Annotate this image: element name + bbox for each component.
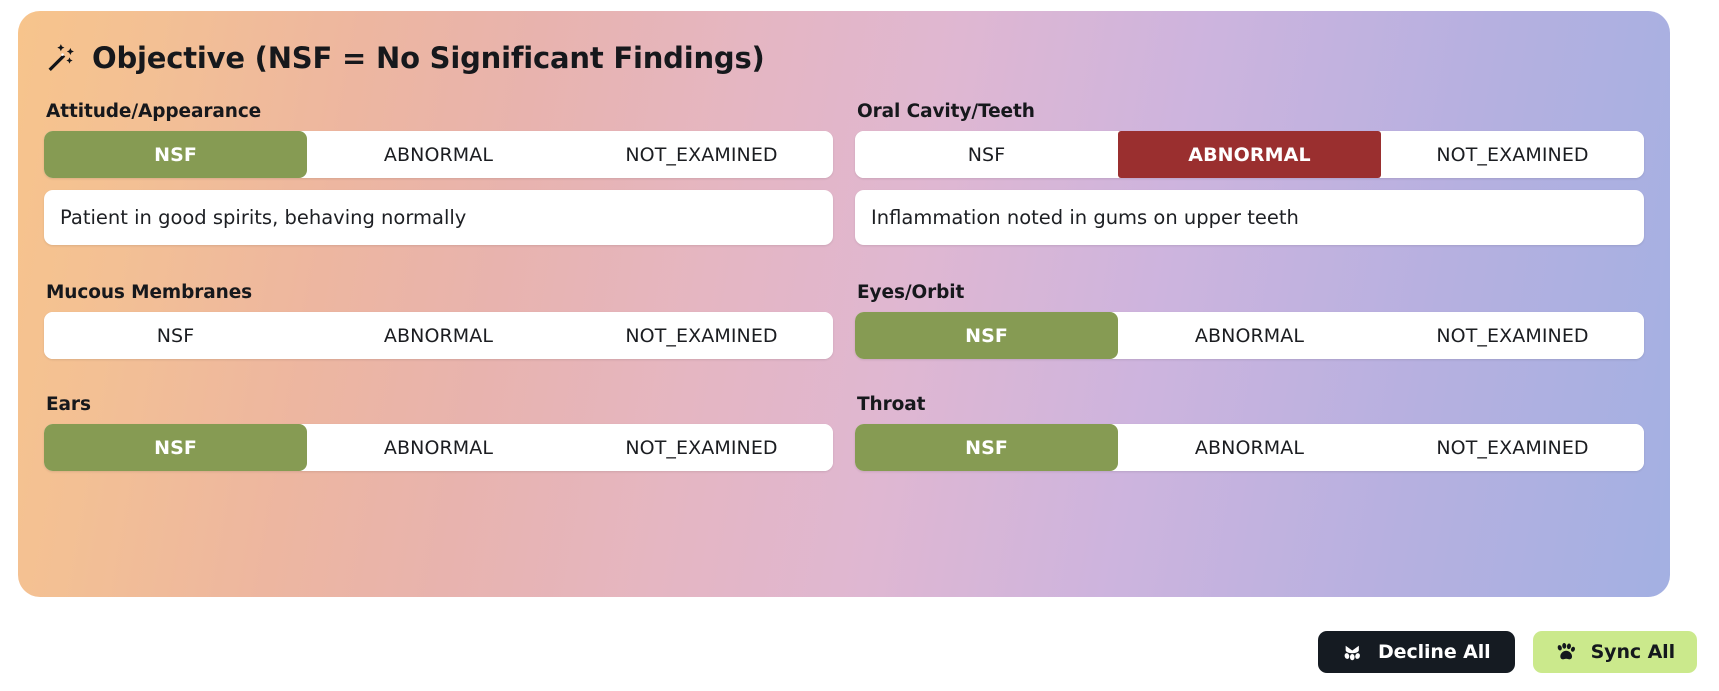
field-label: Mucous Membranes bbox=[46, 282, 253, 303]
field-label: Eyes/Orbit bbox=[857, 282, 965, 303]
field-label: Attitude/Appearance bbox=[46, 101, 262, 122]
status-option-not-examined[interactable]: NOT_EXAMINED bbox=[1381, 312, 1644, 359]
objective-card: Objective (NSF = No Significant Findings… bbox=[18, 11, 1670, 597]
status-option-abnormal[interactable]: ABNORMAL bbox=[1118, 312, 1381, 359]
decline-all-button[interactable]: Decline All bbox=[1317, 631, 1515, 673]
status-segmented-control: NSF ABNORMAL NOT_EXAMINED bbox=[44, 131, 833, 178]
status-option-nsf[interactable]: NSF bbox=[855, 131, 1118, 178]
paw-icon bbox=[1555, 641, 1577, 663]
status-option-nsf[interactable]: NSF bbox=[44, 131, 307, 178]
field-mucous-membranes: Mucous Membranes NSF ABNORMAL NOT_EXAMIN… bbox=[44, 282, 833, 359]
field-ears: Ears NSF ABNORMAL NOT_EXAMINED bbox=[44, 394, 833, 471]
field-note-input[interactable]: Patient in good spirits, behaving normal… bbox=[44, 190, 833, 245]
sync-all-label: Sync All bbox=[1590, 641, 1676, 663]
status-option-nsf[interactable]: NSF bbox=[44, 424, 307, 471]
field-eyes-orbit: Eyes/Orbit NSF ABNORMAL NOT_EXAMINED bbox=[855, 282, 1644, 359]
status-option-abnormal[interactable]: ABNORMAL bbox=[307, 424, 570, 471]
field-attitude-appearance: Attitude/Appearance NSF ABNORMAL NOT_EXA… bbox=[44, 101, 833, 245]
field-label: Ears bbox=[46, 394, 91, 415]
status-option-nsf[interactable]: NSF bbox=[855, 424, 1118, 471]
status-option-nsf[interactable]: NSF bbox=[855, 312, 1118, 359]
status-option-abnormal[interactable]: ABNORMAL bbox=[307, 131, 570, 178]
row-spacer bbox=[855, 359, 1644, 394]
field-label: Throat bbox=[857, 394, 926, 415]
status-option-abnormal[interactable]: ABNORMAL bbox=[1118, 131, 1381, 178]
status-option-not-examined[interactable]: NOT_EXAMINED bbox=[570, 312, 833, 359]
row-spacer bbox=[855, 245, 1644, 282]
decline-all-label: Decline All bbox=[1377, 641, 1491, 663]
status-segmented-control: NSF ABNORMAL NOT_EXAMINED bbox=[44, 312, 833, 359]
objective-fields-grid: Attitude/Appearance NSF ABNORMAL NOT_EXA… bbox=[44, 101, 1644, 471]
magic-wand-icon bbox=[44, 41, 78, 75]
status-option-not-examined[interactable]: NOT_EXAMINED bbox=[1381, 424, 1644, 471]
status-segmented-control: NSF ABNORMAL NOT_EXAMINED bbox=[44, 424, 833, 471]
status-option-abnormal[interactable]: ABNORMAL bbox=[1118, 424, 1381, 471]
field-throat: Throat NSF ABNORMAL NOT_EXAMINED bbox=[855, 394, 1644, 471]
row-spacer bbox=[44, 359, 833, 394]
status-segmented-control: NSF ABNORMAL NOT_EXAMINED bbox=[855, 131, 1644, 178]
field-note-input[interactable]: Inflammation noted in gums on upper teet… bbox=[855, 190, 1644, 245]
action-bar: Decline All Sync All bbox=[1317, 631, 1697, 673]
status-option-not-examined[interactable]: NOT_EXAMINED bbox=[1381, 131, 1644, 178]
card-header: Objective (NSF = No Significant Findings… bbox=[44, 41, 1670, 75]
sync-all-button[interactable]: Sync All bbox=[1532, 631, 1697, 673]
status-option-abnormal[interactable]: ABNORMAL bbox=[307, 312, 570, 359]
row-spacer bbox=[44, 245, 833, 282]
status-option-not-examined[interactable]: NOT_EXAMINED bbox=[570, 131, 833, 178]
status-segmented-control: NSF ABNORMAL NOT_EXAMINED bbox=[855, 312, 1644, 359]
status-option-nsf[interactable]: NSF bbox=[44, 312, 307, 359]
page-title: Objective (NSF = No Significant Findings… bbox=[92, 41, 765, 75]
field-oral-cavity-teeth: Oral Cavity/Teeth NSF ABNORMAL NOT_EXAMI… bbox=[855, 101, 1644, 245]
status-segmented-control: NSF ABNORMAL NOT_EXAMINED bbox=[855, 424, 1644, 471]
paw-decline-icon bbox=[1342, 641, 1364, 663]
field-label: Oral Cavity/Teeth bbox=[857, 101, 1035, 122]
status-option-not-examined[interactable]: NOT_EXAMINED bbox=[570, 424, 833, 471]
